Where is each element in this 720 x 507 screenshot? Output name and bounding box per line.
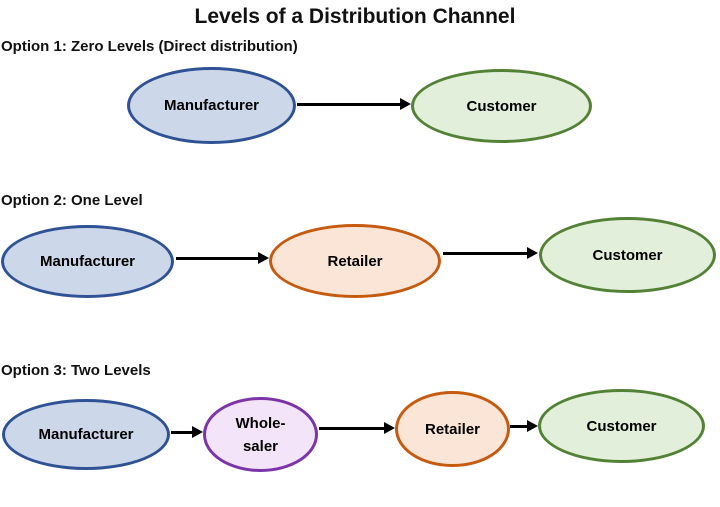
arrow-head (400, 98, 411, 110)
option3-node-wholesaler: Whole- saler (203, 397, 318, 472)
node-label: Manufacturer (163, 97, 260, 114)
arrow-head (192, 426, 203, 438)
option3-node-retailer: Retailer (395, 391, 510, 467)
option3-node-customer: Customer (538, 389, 705, 463)
node-label: Manufacturer (38, 426, 134, 443)
node-label: Retailer (424, 420, 481, 438)
node-label: Customer (466, 97, 537, 115)
arrow-shaft (319, 426, 386, 430)
arrow-head (384, 422, 395, 434)
arrow-shaft (171, 430, 194, 434)
node-label: Customer (592, 246, 663, 264)
option1-node-customer: Customer (411, 69, 592, 143)
node-label: Retailer (327, 252, 383, 270)
diagram-title: Levels of a Distribution Channel (194, 5, 516, 28)
option3-node-manufacturer: Manufacturer (2, 399, 170, 470)
option1-node-manufacturer: Manufacturer (127, 67, 296, 144)
arrow-shaft (297, 102, 402, 106)
node-label-line2: saler (242, 437, 279, 455)
node-label: Manufacturer (39, 253, 136, 270)
arrow-shaft (443, 251, 529, 255)
arrow-shaft (176, 256, 260, 260)
option2-node-retailer: Retailer (269, 224, 441, 298)
arrow-head (527, 247, 538, 259)
option3-label: Option 3: Two Levels (1, 362, 151, 379)
option2-node-customer: Customer (539, 217, 716, 293)
option1-label: Option 1: Zero Levels (Direct distributi… (1, 38, 298, 55)
arrow-shaft (510, 424, 529, 428)
node-label-line1: Whole- (235, 414, 286, 432)
node-label: Customer (586, 417, 657, 435)
option2-label: Option 2: One Level (1, 192, 143, 209)
option2-node-manufacturer: Manufacturer (1, 225, 174, 298)
arrow-head (527, 420, 538, 432)
node-label: Whole- saler (236, 412, 286, 458)
arrow-head (258, 252, 269, 264)
